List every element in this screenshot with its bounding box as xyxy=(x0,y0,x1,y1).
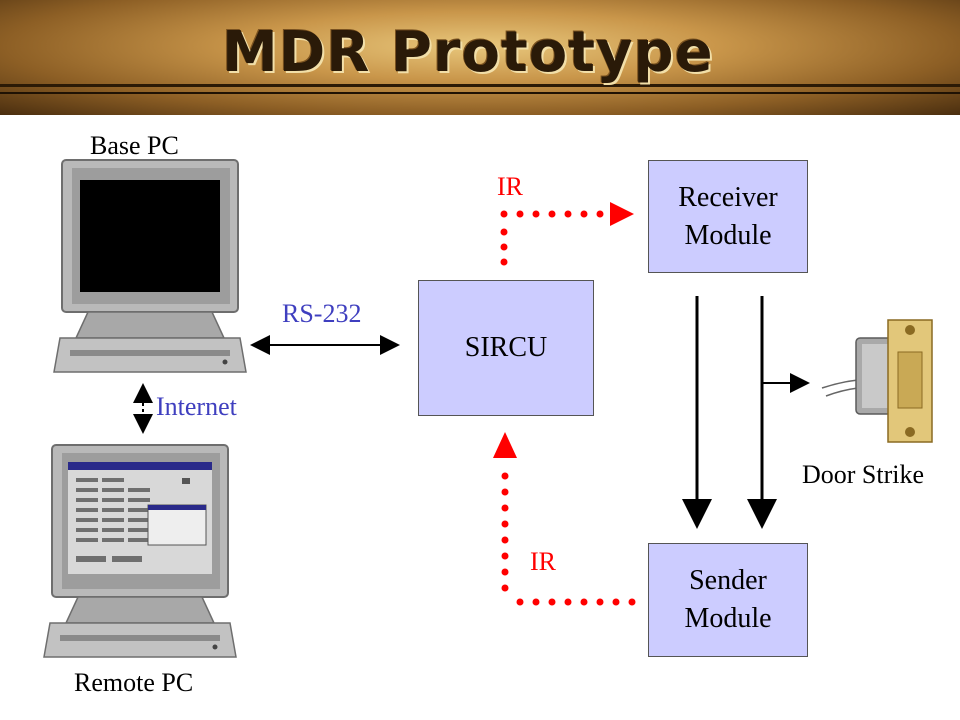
base-pc-label: Base PC xyxy=(90,131,179,160)
sircu-box: SIRCU xyxy=(418,280,594,416)
sender-label-line2: Module xyxy=(684,603,772,634)
ir-bottom-link xyxy=(493,432,636,606)
remote-pc-computer-icon xyxy=(43,444,237,658)
banner-stripe xyxy=(0,84,960,87)
rs232-label: RS-232 xyxy=(282,299,362,328)
ir-top-link xyxy=(500,202,634,266)
door-strike-icon xyxy=(821,319,933,443)
ir-bottom-label: IR xyxy=(530,547,556,576)
internet-label: Internet xyxy=(156,392,237,421)
sircu-label: SIRCU xyxy=(464,332,548,363)
title-banner: MDR Prototype xyxy=(0,0,960,115)
page-title: MDR Prototype xyxy=(222,20,714,85)
banner-stripe-lower xyxy=(0,92,960,94)
sender-label-line1: Sender xyxy=(689,565,767,596)
receiver-label-line2: Module xyxy=(684,219,772,251)
sender-module-box: Sender Module xyxy=(648,543,808,657)
receiver-label-line1: Receiver xyxy=(678,181,778,213)
ir-top-label: IR xyxy=(497,172,523,201)
receiver-module-box: Receiver Module xyxy=(648,160,808,273)
door-strike-label: Door Strike xyxy=(802,460,925,489)
base-pc-computer-icon xyxy=(53,159,247,373)
remote-pc-label: Remote PC xyxy=(74,668,194,697)
